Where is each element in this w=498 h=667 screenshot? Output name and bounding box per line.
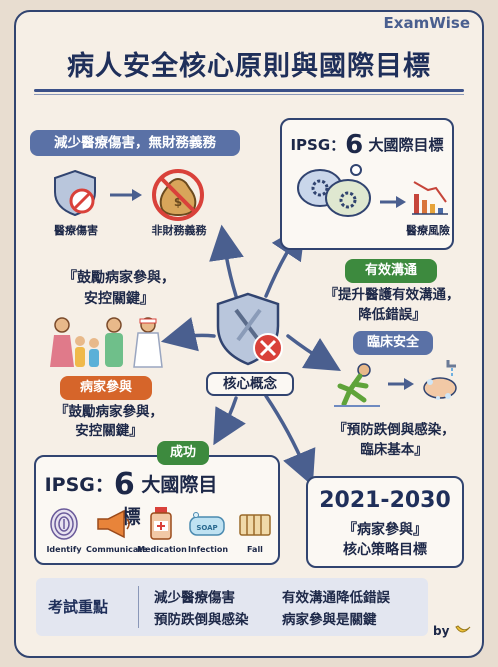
communication-tag: 有效溝通 xyxy=(345,259,437,283)
family-engagement-tag: 病家參與 xyxy=(60,376,152,400)
speech-gears-icon xyxy=(297,164,371,217)
exam-item: 預防跌倒與感染 xyxy=(154,612,249,628)
arrow-to-2030 xyxy=(264,394,316,487)
title-underline xyxy=(34,89,464,92)
soap-icon: SOAP xyxy=(189,512,225,536)
quote-top-line2: 安控關鍵』 xyxy=(84,291,154,307)
family-line1: 『鼓勵病家參與， xyxy=(55,404,163,420)
banana-icon xyxy=(454,625,470,633)
clinical-safety-tag: 臨床安全 xyxy=(353,331,433,355)
arrow-right-icon xyxy=(380,196,406,208)
arrow-to-family xyxy=(160,317,216,352)
signature: by xyxy=(433,623,472,638)
ipsg-top-suffix: 大國際目標 xyxy=(368,136,444,154)
exam-item: 有效溝通降低錯誤 xyxy=(282,590,390,606)
clinical-line2: 臨床基本』 xyxy=(360,442,428,458)
arrow-right-icon xyxy=(110,189,142,201)
icon-label-medication: Medication xyxy=(137,545,187,554)
ipsg-bottom-heading: IPSG：6 大國際目標 xyxy=(36,467,226,529)
ipsg-top-number: 6 xyxy=(345,130,364,160)
exam-item: 減少醫療傷害 xyxy=(154,590,235,606)
ipsg-bottom-card: IPSG：6 大國際目標 SOAP Identify Communicate M… xyxy=(34,455,280,565)
family-nurse-icon xyxy=(50,317,163,368)
ipsg-bottom-prefix: IPSG： xyxy=(44,474,114,496)
exam-key-points: 考試重點 減少醫療傷害 有效溝通降低錯誤 預防跌倒與感染 病家參與是關鍵 xyxy=(36,578,428,636)
strategy-card: 2021-2030 『病家參與』 核心策略目標 xyxy=(306,476,464,568)
strategy-years: 2021-2030 xyxy=(319,488,451,513)
fingerprint-icon xyxy=(50,508,78,540)
arrow-right-icon xyxy=(388,378,414,390)
ipsg-top-card: IPSG：6 大國際目標 醫療風險 xyxy=(280,118,454,250)
title-underline-thin xyxy=(34,94,464,95)
reduce-harm-heading: 減少醫療傷害，無財務義務 xyxy=(30,130,240,156)
no-money-bag-icon: $ xyxy=(152,169,204,221)
declining-chart-icon xyxy=(412,181,448,215)
bed-rail-icon xyxy=(239,514,271,536)
icon-label-infection: Infection xyxy=(187,545,229,554)
ipsg-top-heading: IPSG：6 大國際目標 xyxy=(282,130,452,160)
icon-label-fall: Fall xyxy=(247,545,263,554)
icon-label-identify: Identify xyxy=(46,545,82,554)
non-financial-label: 非財務義務 xyxy=(151,224,207,237)
arrow-to-ipsg-bottom xyxy=(213,396,246,446)
ipsg-top-prefix: IPSG： xyxy=(290,136,346,154)
success-tag: 成功 xyxy=(157,441,209,465)
icon-label-communicate: Communicate xyxy=(86,545,148,554)
clinical-line1: 『預防跌倒與感染， xyxy=(333,422,455,438)
shield-tools-icon xyxy=(216,292,283,366)
signature-text: by xyxy=(433,624,450,638)
medical-risk-label: 醫療風險 xyxy=(406,224,450,237)
falling-person-icon xyxy=(334,363,380,407)
strategy-line1: 『病家參與』 xyxy=(343,522,427,538)
communication-line1: 『提升醫護有效溝通， xyxy=(324,287,460,303)
exam-label: 考試重點 xyxy=(48,598,109,616)
quote-top-line1: 『鼓勵病家參與， xyxy=(63,270,175,286)
ipsg-bottom-number: 6 xyxy=(113,467,135,502)
exam-item: 病家參與是關鍵 xyxy=(282,612,377,628)
shield-slash-icon xyxy=(54,169,96,217)
page-title: 病人安全核心原則與國際目標 xyxy=(67,51,431,82)
exam-divider xyxy=(138,586,139,628)
arrow-to-harm xyxy=(209,224,244,298)
core-concept-label: 核心概念 xyxy=(206,372,294,396)
soap-text: SOAP xyxy=(196,524,217,532)
svg-text:$: $ xyxy=(174,195,182,209)
hand-washing-icon xyxy=(423,360,457,400)
medicine-bottle-icon xyxy=(150,507,172,540)
family-line2: 安控關鍵』 xyxy=(75,423,143,439)
arrow-to-clinical xyxy=(286,334,342,372)
megaphone-icon xyxy=(97,509,130,539)
strategy-line2: 核心策略目標 xyxy=(343,542,427,558)
ipsg-bottom-suffix: 大國際目標 xyxy=(121,474,218,528)
communication-line2: 降低錯誤』 xyxy=(358,307,426,323)
brand-logo: ExamWise xyxy=(383,14,470,32)
medical-harm-label: 醫療傷害 xyxy=(54,224,98,237)
